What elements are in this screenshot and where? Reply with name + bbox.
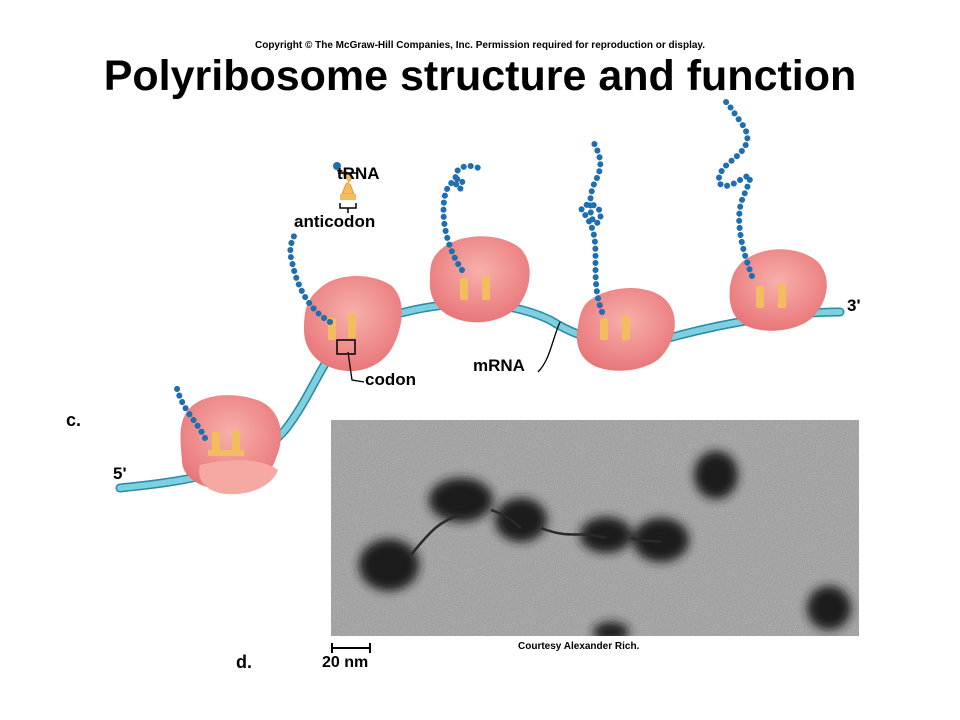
free-trna bbox=[333, 162, 358, 213]
ribosome-4 bbox=[576, 135, 675, 371]
polypeptide-chain-1 bbox=[173, 382, 208, 441]
ribosome-1 bbox=[173, 382, 281, 495]
codon-leader bbox=[347, 351, 365, 383]
label-mrna: mRNA bbox=[473, 356, 525, 375]
label-five-prime: 5' bbox=[113, 464, 127, 483]
label-three-prime: 3' bbox=[847, 296, 861, 315]
panel-label-d: d. bbox=[236, 652, 252, 672]
micrograph-credit: Courtesy Alexander Rich. bbox=[518, 641, 640, 652]
polypeptide-chain-4 bbox=[578, 135, 605, 315]
scale-bar bbox=[331, 643, 371, 653]
electron-micrograph bbox=[331, 420, 859, 636]
scale-bar-label: 20 nm bbox=[322, 654, 369, 671]
polypeptide-chain-2 bbox=[287, 229, 333, 325]
copyright-notice: Copyright © The McGraw-Hill Companies, I… bbox=[254, 40, 706, 51]
panel-label-c: c. bbox=[66, 410, 82, 430]
label-codon: codon bbox=[365, 370, 416, 389]
mrna-leader bbox=[537, 321, 561, 373]
ribosome-3 bbox=[429, 162, 530, 323]
label-trna: tRNA bbox=[337, 164, 380, 183]
page-title: Polyribosome structure and function bbox=[103, 52, 857, 100]
label-anticodon: anticodon bbox=[294, 212, 376, 231]
ribosome-2 bbox=[287, 229, 402, 372]
ribosome-5 bbox=[715, 99, 827, 331]
polypeptide-chain-3 bbox=[440, 162, 487, 273]
polypeptide-chain-5 bbox=[715, 99, 755, 279]
